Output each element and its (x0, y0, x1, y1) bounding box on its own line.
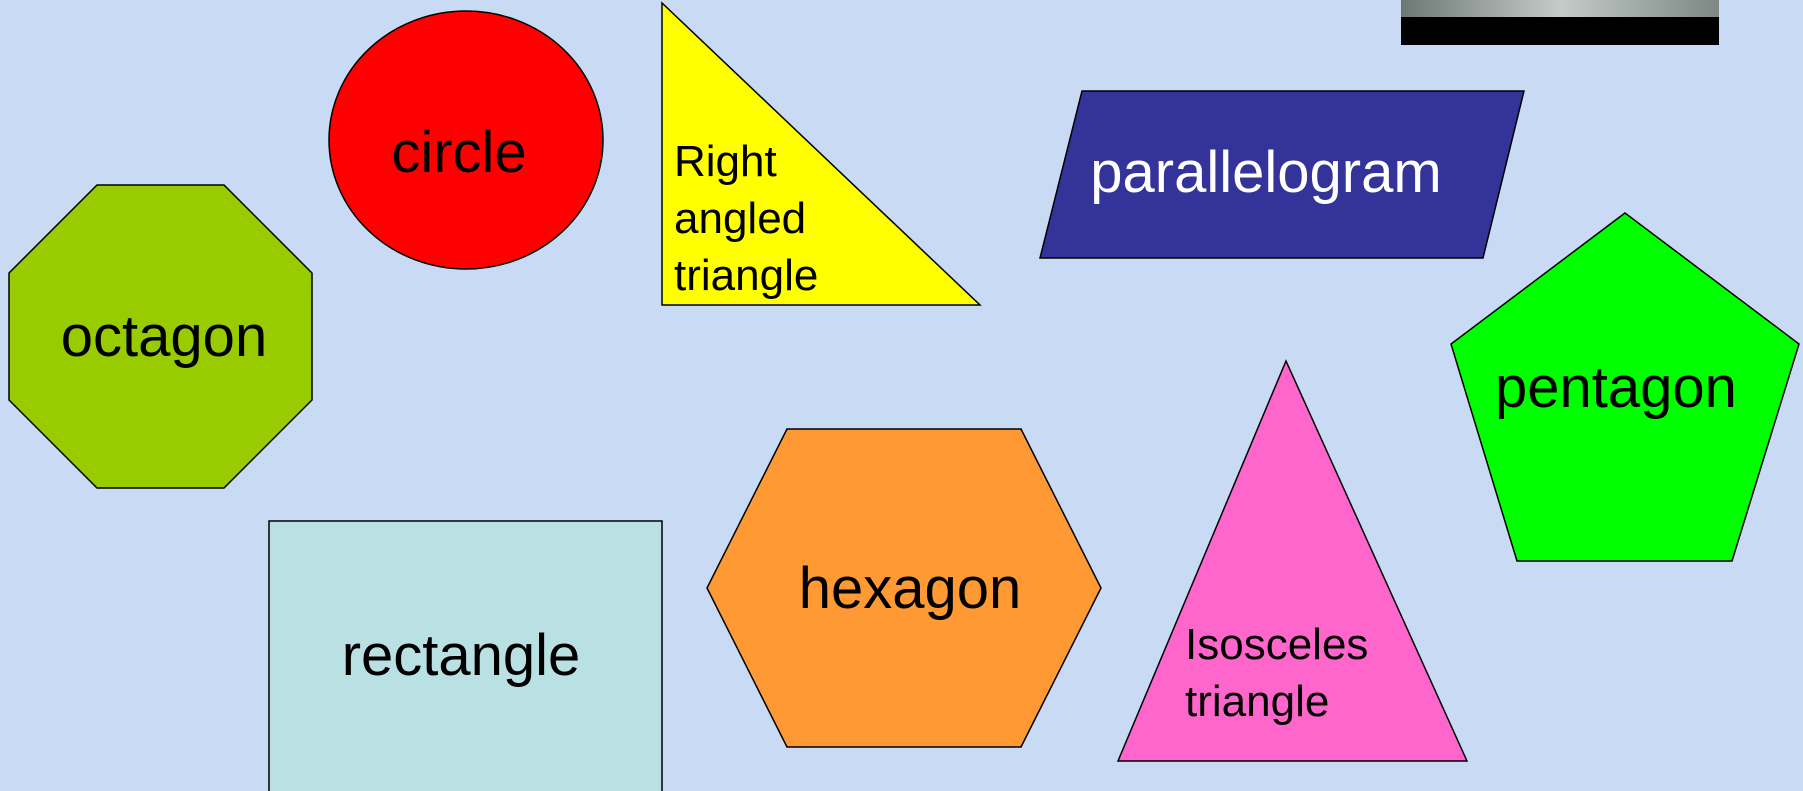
isosceles-triangle-shape: Isosceles triangle (1116, 359, 1469, 762)
corner-thumbnail-image (1401, 0, 1719, 45)
parallelogram-shape: parallelogram (1039, 90, 1525, 259)
isosceles-label-line-2: triangle (1185, 677, 1329, 726)
pentagon-label: pentagon (1495, 355, 1737, 420)
octagon-label: octagon (61, 304, 267, 369)
right-triangle-label-line-1: Right (674, 137, 777, 186)
rectangle-label: rectangle (342, 623, 581, 688)
isosceles-label-line-1: Isosceles (1185, 620, 1368, 669)
right-triangle-label-line-3: triangle (674, 251, 818, 300)
circle-label: circle (391, 120, 526, 185)
octagon-shape: octagon (8, 184, 313, 489)
parallelogram-label: parallelogram (1090, 140, 1441, 205)
rectangle-shape: rectangle (268, 520, 663, 791)
circle-shape: circle (328, 10, 604, 270)
hexagon-label: hexagon (799, 556, 1022, 621)
right-triangle-label-line-2: angled (674, 194, 806, 243)
pentagon-shape: pentagon (1450, 212, 1800, 562)
right-angled-triangle-shape: Right angled triangle (661, 1, 982, 306)
hexagon-shape: hexagon (706, 428, 1102, 748)
